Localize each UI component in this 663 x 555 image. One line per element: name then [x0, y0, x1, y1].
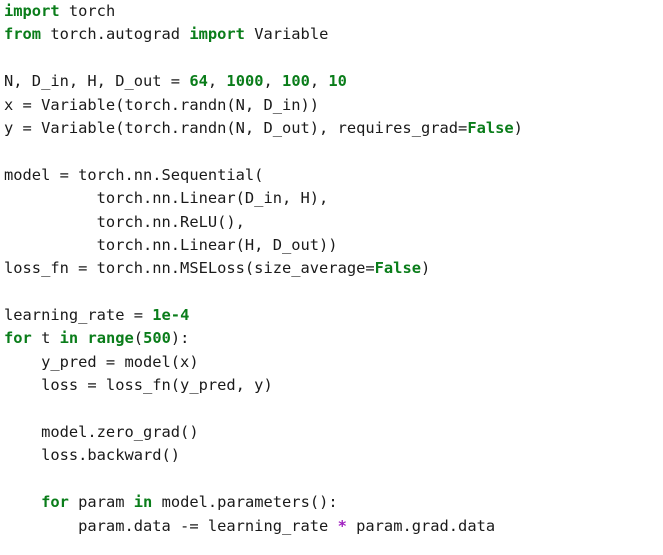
code-text: y = Variable(torch.randn(N, D_out), requ… — [4, 118, 468, 137]
code-text: learning_rate = — [4, 306, 153, 325]
code-keyword: False — [467, 118, 514, 137]
code-line: loss_fn = torch.nn.MSELoss(size_average=… — [4, 257, 523, 280]
code-line: learning_rate = 1e-4 — [4, 304, 523, 327]
code-text: t — [31, 329, 60, 348]
code-line — [4, 140, 523, 163]
code-keyword: import — [4, 2, 60, 20]
code-text: loss = loss_fn(y_pred, y) — [4, 376, 273, 395]
code-line: torch.nn.ReLU(), — [4, 211, 523, 234]
code-line — [4, 281, 523, 304]
code-line — [4, 47, 523, 70]
code-text: , — [309, 72, 329, 91]
code-text: model.parameters(): — [152, 493, 338, 512]
code-number: 500 — [143, 329, 171, 348]
code-line — [4, 398, 523, 421]
code-line: x = Variable(torch.randn(N, D_in)) — [4, 94, 523, 117]
code-line: y_pred = model(x) — [4, 351, 523, 374]
code-line: torch.nn.Linear(D_in, H), — [4, 187, 523, 210]
code-text: torch.autograd — [41, 25, 190, 44]
code-line: model = torch.nn.Sequential( — [4, 164, 523, 187]
code-keyword: range — [87, 329, 134, 348]
code-number: 100 — [282, 72, 310, 91]
code-line: y = Variable(torch.randn(N, D_out), requ… — [4, 117, 523, 140]
code-text: N, D_in, H, D_out = — [4, 72, 190, 91]
code-line: loss.backward() — [4, 444, 523, 467]
code-text: y_pred = model(x) — [4, 352, 199, 371]
code-line: loss = loss_fn(y_pred, y) — [4, 374, 523, 397]
code-keyword: in — [133, 493, 153, 512]
code-number: 64 — [189, 72, 208, 91]
code-text: param.data -= learning_rate — [4, 516, 338, 535]
code-keyword: from — [4, 25, 42, 44]
code-text: x = Variable(torch.randn(N, D_in)) — [4, 95, 320, 114]
code-number: 1e-4 — [152, 306, 190, 325]
code-line: for t in range(500): — [4, 327, 523, 350]
code-keyword: False — [374, 259, 421, 278]
code-text: torch — [59, 2, 116, 20]
code-operator: * — [337, 516, 347, 535]
code-line: param.data -= learning_rate * param.grad… — [4, 515, 523, 538]
code-line: model.zero_grad() — [4, 421, 523, 444]
code-line: for param in model.parameters(): — [4, 491, 523, 514]
code-text: torch.nn.Linear(H, D_out)) — [4, 235, 338, 254]
code-text: torch.nn.ReLU(), — [4, 212, 245, 231]
code-number: 10 — [328, 72, 347, 91]
code-text: loss_fn = torch.nn.MSELoss(size_average= — [4, 259, 375, 278]
code-keyword: import — [189, 25, 245, 44]
code-text: , — [263, 72, 283, 91]
code-keyword: for — [4, 329, 32, 348]
code-text: model.zero_grad() — [4, 423, 199, 442]
code-text: ): — [170, 329, 190, 348]
code-text: param — [68, 493, 134, 512]
code-keyword: in — [59, 329, 79, 348]
code-text: , — [207, 72, 227, 91]
code-line: from torch.autograd import Variable — [4, 23, 523, 46]
code-text: model = torch.nn.Sequential( — [4, 165, 264, 184]
code-text: ( — [133, 329, 144, 348]
code-text: param.grad.data — [346, 516, 496, 535]
code-text: Variable — [244, 25, 329, 44]
code-line: N, D_in, H, D_out = 64, 1000, 100, 10 — [4, 70, 523, 93]
code-line: torch.nn.Linear(H, D_out)) — [4, 234, 523, 257]
code-keyword: for — [41, 493, 69, 512]
code-text: ) — [513, 118, 523, 137]
code-line — [4, 468, 523, 491]
code-number: 1000 — [226, 72, 264, 91]
code-text: torch.nn.Linear(D_in, H), — [4, 189, 329, 208]
code-text: ) — [420, 259, 431, 278]
code-text: loss.backward() — [4, 446, 181, 465]
code-line: import torch — [4, 0, 523, 23]
code-text — [4, 493, 41, 511]
